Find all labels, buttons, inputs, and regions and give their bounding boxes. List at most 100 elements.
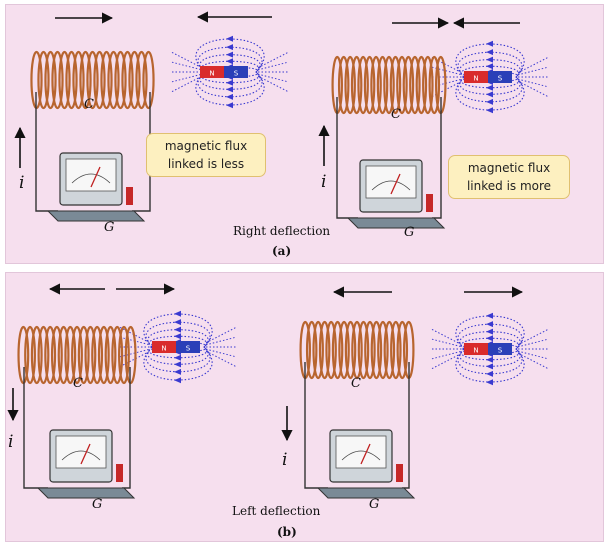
sublabel-b: (b) [277, 525, 297, 539]
magnet-south-label: S [234, 70, 239, 78]
coil-turn [377, 320, 389, 380]
coil-turn [370, 320, 383, 380]
coil-turn [37, 325, 50, 385]
magnet-south-pole [176, 341, 200, 353]
field-line [119, 350, 151, 368]
coil-turn [305, 320, 318, 380]
callout-line: magnetic flux [467, 161, 551, 175]
field-arrowhead [486, 107, 493, 114]
coil-turn [79, 50, 92, 110]
field-arrowhead [226, 86, 233, 93]
magnet-south-pole [224, 66, 248, 78]
magnet-north-pole [200, 66, 224, 78]
field-arrowhead [226, 93, 233, 100]
galvanometer-base [346, 217, 446, 229]
field-line [431, 338, 463, 348]
galvanometer-terminal [426, 194, 433, 212]
field-line [171, 73, 203, 83]
field-line [431, 66, 463, 76]
coil-turn [344, 320, 357, 380]
coil-turn [389, 55, 402, 115]
coil-turn [396, 55, 408, 115]
galvanometer-label: G [369, 497, 380, 512]
galvanometer-needle [390, 173, 401, 195]
callout-line: linked is less [167, 157, 245, 171]
field-arrowhead [486, 335, 493, 342]
field-arrowhead [174, 333, 181, 340]
field-line [431, 328, 463, 346]
coil-turn [104, 325, 117, 385]
field-line [205, 348, 237, 358]
coil-turn [383, 320, 396, 380]
galvanometer [46, 152, 146, 222]
field-line [517, 66, 549, 76]
coil-turn [331, 320, 344, 380]
galvanometer-label: G [404, 225, 415, 240]
field-arrowhead [486, 91, 493, 98]
coil-turn [71, 325, 83, 385]
coil-turn [57, 325, 70, 385]
caption-a: Right deflection [233, 224, 331, 238]
galvanometer [316, 429, 416, 499]
coil-turn [428, 55, 441, 115]
coil-turn [111, 325, 124, 385]
field-line [171, 61, 203, 71]
field-line [205, 326, 237, 344]
magnet-south-label: S [498, 75, 503, 83]
coil-turn [37, 50, 50, 110]
magnetic-field-lines [171, 35, 289, 109]
field-line [517, 80, 549, 98]
galvanometer-needle [80, 443, 91, 465]
magnet-north-pole [152, 341, 176, 353]
field-line [431, 80, 463, 98]
field-arrowhead [486, 84, 493, 91]
coil-turn [337, 55, 350, 115]
galvanometer-dial [65, 158, 117, 192]
field-line [431, 78, 463, 88]
field-arrowhead [174, 354, 181, 361]
field-arrowhead [486, 363, 493, 370]
magnetic-field-lines [431, 312, 549, 386]
field-line [517, 328, 549, 346]
coil-turn [312, 320, 324, 380]
dial-scale [341, 450, 381, 461]
field-arrowhead [486, 370, 493, 377]
coil-turn [114, 50, 127, 110]
galvanometer-label: G [92, 497, 103, 512]
galvanometer-base [316, 487, 416, 499]
field-line [431, 56, 463, 74]
field-arrowhead [486, 63, 493, 70]
field-line [257, 75, 289, 93]
callout-line: magnetic flux [164, 139, 248, 153]
coil-turn [325, 320, 337, 380]
magnet-north-label: N [473, 75, 478, 83]
field-line [517, 56, 549, 74]
magnet-north-pole [464, 343, 488, 355]
galvanometer-terminal [396, 464, 403, 482]
galvanometer-terminal [126, 187, 133, 205]
field-arrowhead [486, 312, 493, 319]
field-arrowhead [174, 310, 181, 317]
current-label: i [8, 432, 14, 452]
coil-turn [396, 320, 409, 380]
galvanometer [346, 159, 446, 229]
magnet-north-label: N [473, 347, 478, 355]
coil-turn [24, 325, 36, 385]
galvanometer [36, 429, 136, 499]
field-line [517, 350, 549, 360]
field-arrowhead [486, 356, 493, 363]
coil-turn [409, 55, 421, 115]
field-arrowhead [226, 35, 233, 42]
galvanometer-needle [360, 443, 371, 465]
field-line [517, 78, 549, 88]
coil-turn [351, 320, 363, 380]
dial-scale [371, 180, 411, 191]
coil-turn [118, 325, 130, 385]
galvanometer-terminal [116, 464, 123, 482]
galvanometer-base [46, 210, 146, 222]
coil-label: C [391, 107, 401, 122]
coil-turn [51, 50, 64, 110]
